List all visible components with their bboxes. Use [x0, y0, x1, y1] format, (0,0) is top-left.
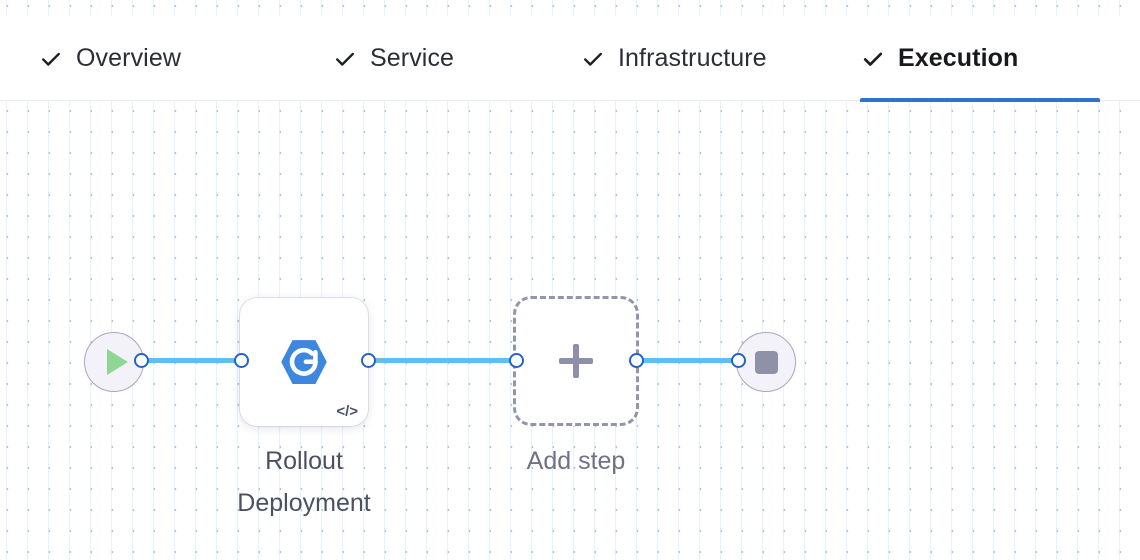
stop-icon: [754, 350, 778, 374]
tab-execution-label: Execution: [898, 44, 1019, 72]
connection-handle-step-source[interactable]: [361, 353, 376, 368]
step-node-rollout-deployment[interactable]: </>: [240, 298, 368, 426]
edge-step-to-add[interactable]: [366, 358, 518, 363]
edge-add-to-end[interactable]: [634, 358, 742, 363]
tab-service[interactable]: Service: [332, 16, 456, 101]
tab-service-label: Service: [370, 44, 455, 72]
check-icon: [40, 48, 62, 70]
check-icon: [334, 48, 356, 70]
rollout-deployment-icon: [277, 335, 331, 389]
tab-infrastructure-label: Infrastructure: [618, 44, 767, 72]
connection-handle-start-source[interactable]: [134, 353, 149, 368]
tab-overview[interactable]: Overview: [38, 16, 183, 101]
pipeline-stage-tabbar: Overview Service Infrastructure Executio…: [0, 16, 1140, 102]
plus-icon: [559, 344, 593, 378]
step-node-label: Rollout Deployment: [237, 447, 371, 517]
add-step-label: Add step: [526, 447, 626, 475]
connection-handle-end-target[interactable]: [731, 353, 746, 368]
connection-handle-add-target[interactable]: [509, 353, 524, 368]
tab-execution[interactable]: Execution: [860, 16, 1100, 102]
end-node[interactable]: [736, 332, 796, 392]
check-icon: [862, 48, 884, 70]
active-tab-indicator: [860, 98, 1100, 102]
tab-infrastructure[interactable]: Infrastructure: [580, 16, 769, 101]
add-step-node[interactable]: [513, 296, 639, 426]
code-icon: </>: [336, 403, 358, 420]
edge-start-to-step[interactable]: [140, 358, 244, 363]
connection-handle-add-source[interactable]: [629, 353, 644, 368]
check-icon: [582, 48, 604, 70]
play-icon: [107, 349, 128, 375]
connection-handle-step-target[interactable]: [234, 353, 249, 368]
tab-overview-label: Overview: [76, 44, 181, 72]
